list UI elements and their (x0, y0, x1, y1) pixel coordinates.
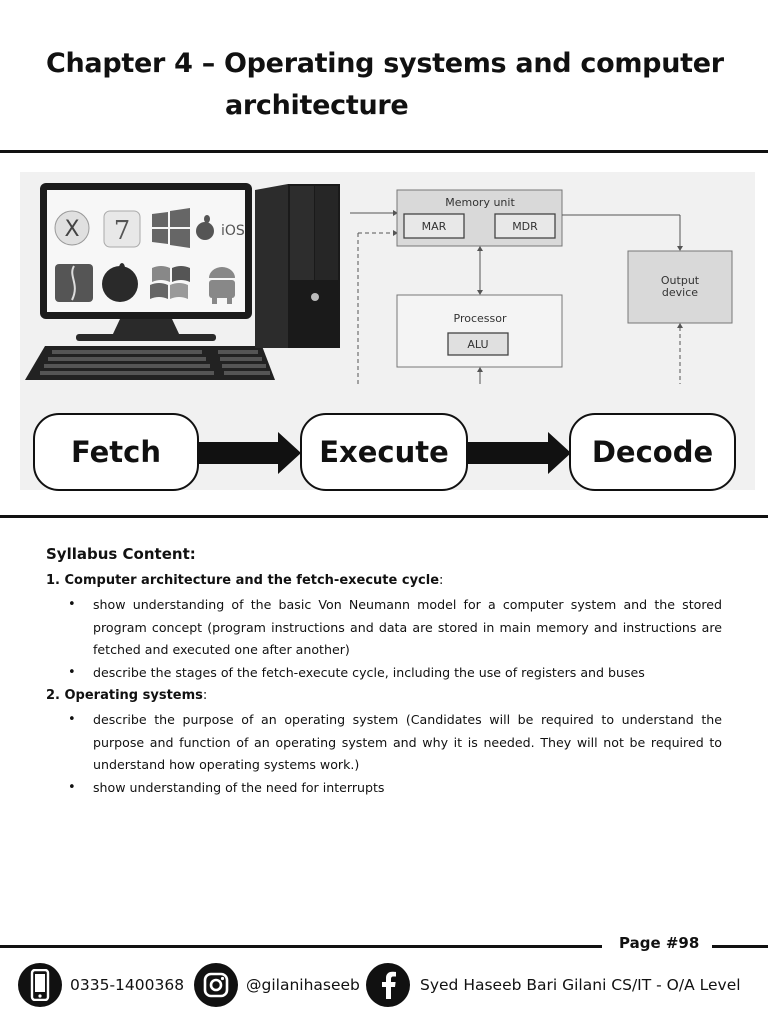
instagram-handle: @gilanihaseeb (246, 976, 360, 994)
processor-label: Processor (454, 312, 507, 325)
facebook-page-name: Syed Haseeb Bari Gilani CS/IT - O/A Leve… (420, 976, 741, 994)
list-item: show understanding of the basic Von Neum… (46, 594, 722, 662)
section-title-2: 2. Operating systems (46, 688, 203, 703)
memory-unit-label: Memory unit (445, 196, 515, 209)
os-x-logo: X (64, 217, 79, 242)
facebook-icon (366, 963, 410, 1007)
list-item: show understanding of the need for inter… (46, 777, 722, 800)
section-1-bullets: show understanding of the basic Von Neum… (46, 594, 722, 684)
chapter-title-line1: Chapter 4 – Operating systems and comput… (46, 48, 724, 79)
alu-label: ALU (467, 338, 488, 351)
footer-divider-left (0, 945, 602, 948)
windows-7-logo: 7 (114, 216, 131, 246)
phone-icon (18, 963, 62, 1007)
execute-stage-box: Execute (300, 413, 468, 491)
section-title-1: 1. Computer architecture and the fetch-e… (46, 573, 440, 588)
mar-label: MAR (422, 220, 447, 233)
windows-logo-icon (152, 208, 190, 248)
apple-ios-icon (196, 215, 214, 240)
phone-contact: 0335-1400368 (18, 962, 184, 1008)
top-divider (0, 150, 768, 153)
syllabus-section: Syllabus Content: 1. Computer architectu… (46, 545, 722, 803)
footer-divider-right (712, 945, 768, 948)
list-item: describe the stages of the fetch-execute… (46, 662, 722, 685)
monitor-illustration: X 7 iOS (40, 183, 252, 341)
phone-number: 0335-1400368 (70, 976, 185, 994)
windows-xp-flag-icon (150, 266, 190, 299)
fetch-stage-box: Fetch (33, 413, 199, 491)
mdr-label: MDR (512, 220, 538, 233)
instagram-icon (194, 963, 238, 1007)
facebook-contact: Syed Haseeb Bari Gilani CS/IT - O/A Leve… (366, 962, 741, 1008)
middle-divider (0, 515, 768, 518)
instagram-contact: @gilanihaseeb (194, 962, 360, 1008)
output-device-label-line2: device (662, 286, 698, 299)
computer-tower-illustration (255, 184, 340, 348)
section-heading-2: 2. Operating systems: (46, 688, 208, 703)
list-item: describe the purpose of an operating sys… (46, 709, 722, 777)
von-neumann-diagram: Memory unit MAR MDR Processor ALU Output… (350, 189, 733, 384)
page-number: Page #98 (619, 934, 700, 952)
keyboard-illustration (25, 346, 275, 380)
decode-stage-box: Decode (569, 413, 736, 491)
cycle-arrows (199, 432, 571, 474)
syllabus-heading: Syllabus Content: (46, 545, 196, 563)
section-heading-1: 1. Computer architecture and the fetch-e… (46, 573, 444, 588)
output-device-label-line1: Output (661, 274, 700, 287)
section-2-bullets: describe the purpose of an operating sys… (46, 709, 722, 799)
android-icon (209, 267, 235, 304)
ios-label: iOS (221, 223, 245, 239)
chapter-title-line2: architecture (225, 90, 409, 121)
